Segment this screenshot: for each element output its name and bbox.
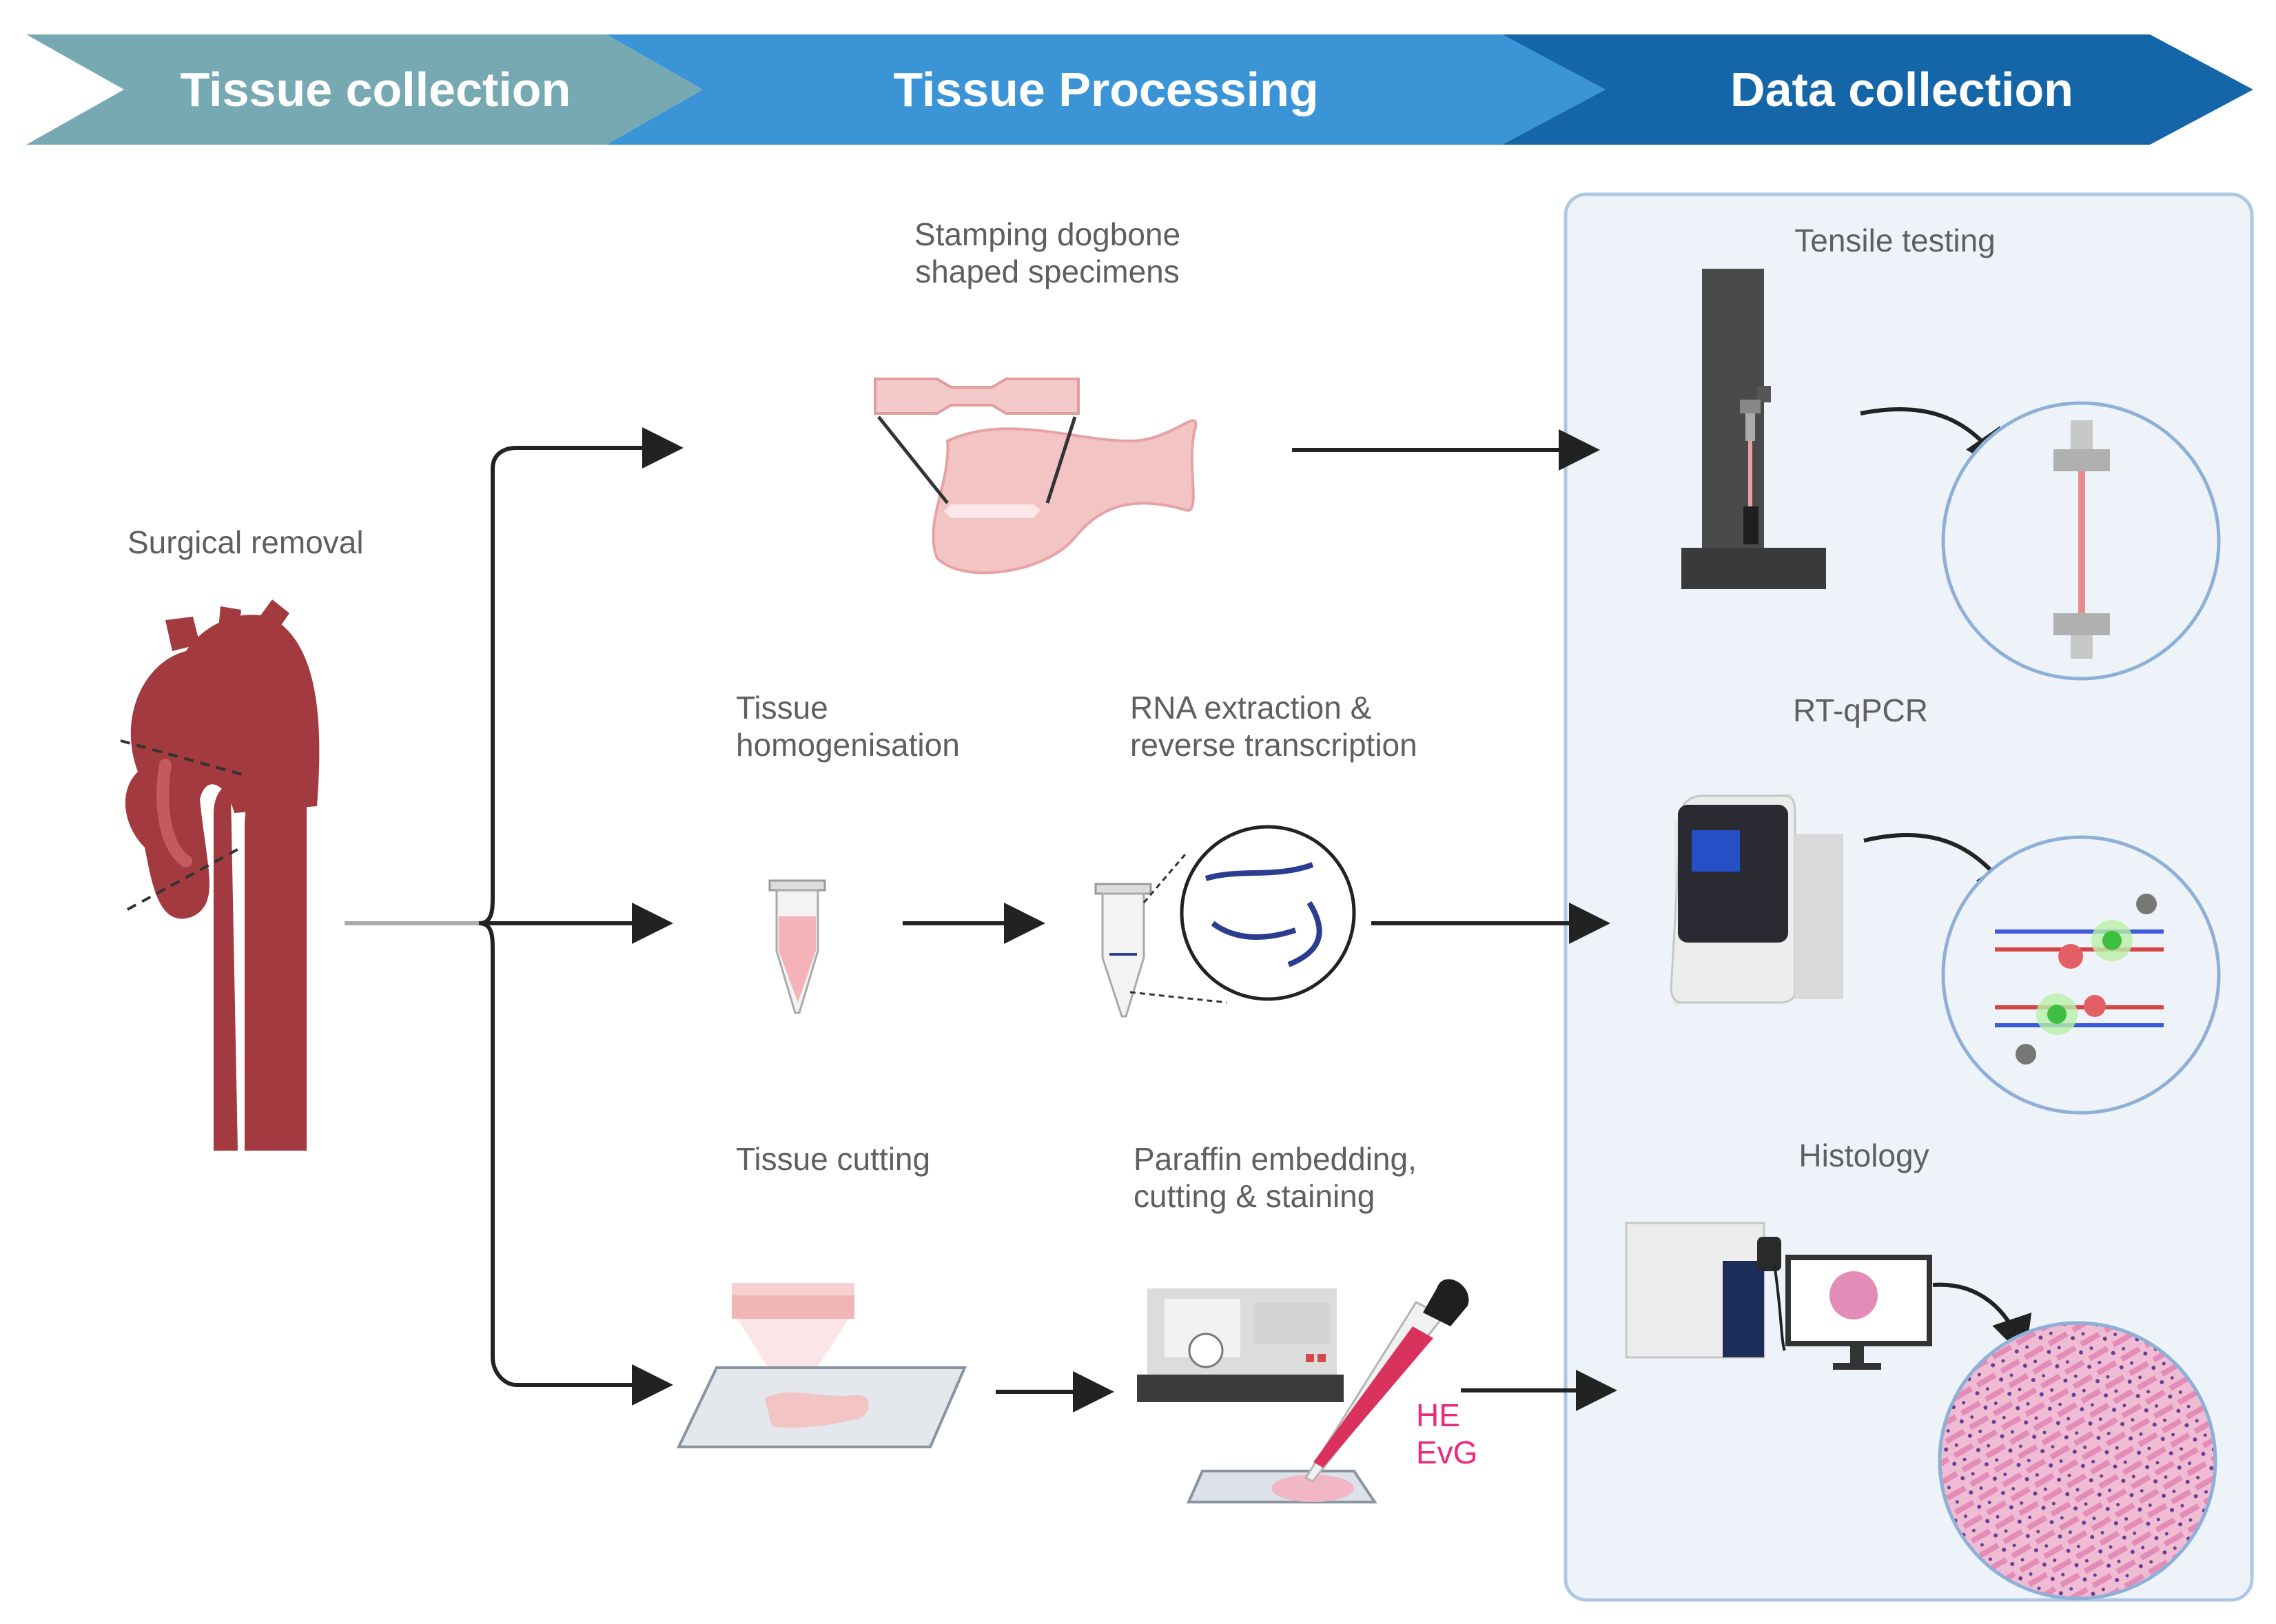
label-histology: Histology bbox=[1798, 1138, 1929, 1173]
step-data-collection-chevron bbox=[1502, 34, 2253, 145]
label-stamping-line2: shaped specimens bbox=[915, 254, 1180, 289]
label-stain-evg: EvG bbox=[1416, 1435, 1478, 1470]
tensile-specimen-zoom bbox=[1860, 401, 2221, 681]
label-tissue-cutting: Tissue cutting bbox=[736, 1141, 931, 1177]
branch-arrows bbox=[345, 427, 1617, 1412]
homogenisation-tube-illustration bbox=[768, 879, 826, 1014]
step-label-data-collection: Data collection bbox=[1730, 63, 2073, 116]
aorta-illustration bbox=[120, 599, 320, 1151]
label-paraffin-line2: cutting & staining bbox=[1134, 1178, 1375, 1214]
header-bar bbox=[26, 34, 2253, 145]
rna-tube-illustration bbox=[1094, 825, 1356, 1018]
tissue-cutting-illustration bbox=[676, 1283, 967, 1448]
label-rna-line2: reverse transcription bbox=[1130, 727, 1417, 763]
step-tissue-processing-chevron bbox=[606, 34, 1606, 145]
histology-zoom bbox=[1932, 1282, 2217, 1601]
step-label-tissue-collection: Tissue collection bbox=[180, 63, 571, 116]
histology-scanner-illustration bbox=[1625, 1222, 1932, 1370]
label-rna-line1: RNA extraction & bbox=[1130, 690, 1372, 726]
step-tissue-collection-chevron bbox=[26, 34, 703, 145]
label-tensile-testing: Tensile testing bbox=[1794, 223, 1996, 258]
microtome-illustration bbox=[1137, 1288, 1344, 1402]
tensile-tester-illustration bbox=[1681, 269, 1826, 589]
label-stamping-line1: Stamping dogbone bbox=[914, 216, 1181, 252]
label-stain-he: HE bbox=[1416, 1397, 1460, 1433]
label-homogenisation-line2: homogenisation bbox=[736, 727, 960, 763]
qpcr-machine-illustration bbox=[1670, 792, 1843, 1006]
dogbone-stamp-illustration bbox=[874, 378, 1198, 575]
label-homogenisation-line1: Tissue bbox=[736, 690, 828, 726]
qpcr-zoom bbox=[1863, 832, 2221, 1115]
label-rt-qpcr: RT-qPCR bbox=[1793, 692, 1928, 728]
label-paraffin-line1: Paraffin embedding, bbox=[1134, 1141, 1417, 1177]
stain-dropper-illustration bbox=[1186, 1279, 1469, 1503]
step-label-tissue-processing: Tissue Processing bbox=[893, 63, 1319, 116]
label-surgical-removal: Surgical removal bbox=[127, 524, 364, 560]
